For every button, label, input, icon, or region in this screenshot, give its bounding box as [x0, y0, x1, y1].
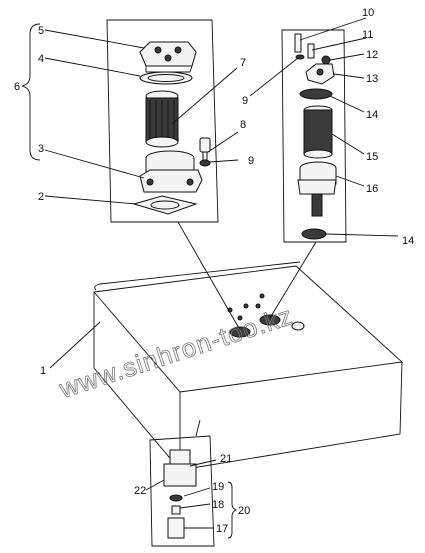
- watermark: www.sinhron-too.kz: [55, 300, 297, 404]
- label-10: 10: [362, 7, 374, 19]
- label-3: 3: [38, 143, 44, 155]
- left-filter-box: [106, 19, 219, 223]
- filter-housing: [139, 150, 203, 193]
- label-21: 21: [220, 453, 232, 465]
- bolts-right: [294, 33, 315, 60]
- label-22: 22: [134, 485, 146, 497]
- label-17: 17: [216, 523, 228, 535]
- label-9-left: 9: [248, 155, 254, 167]
- cap-13: [305, 63, 335, 85]
- label-2: 2: [38, 191, 44, 203]
- bolt-and-washer-left: [199, 137, 211, 167]
- label-4: 4: [38, 53, 44, 65]
- gasket-14-upper: [299, 88, 333, 100]
- label-14-lower: 14: [402, 235, 414, 247]
- filter-gasket-ring: [139, 71, 193, 85]
- label-13: 13: [366, 73, 378, 85]
- filter-cover: [139, 41, 197, 73]
- label-12: 12: [366, 49, 378, 61]
- label-6: 6: [14, 81, 20, 93]
- label-20: 20: [238, 505, 250, 517]
- housing-16: [297, 161, 337, 217]
- label-19: 19: [212, 481, 224, 493]
- right-filter-box: [281, 29, 347, 243]
- nut-12: [321, 55, 331, 65]
- bracket-6: [21, 23, 41, 161]
- label-5: 5: [38, 25, 44, 37]
- label-16: 16: [366, 183, 378, 195]
- label-18: 18: [212, 499, 224, 511]
- flange-gasket: [132, 195, 198, 215]
- filter-element: [145, 90, 179, 148]
- label-8: 8: [240, 119, 246, 131]
- label-9-right: 9: [242, 95, 248, 107]
- label-1: 1: [40, 365, 46, 377]
- strainer-14-lower: [301, 228, 327, 240]
- part-labels: 5 4 6 7 8 9 3 2 9 10 11 12 13 14 15 16 1…: [14, 7, 414, 535]
- label-7: 7: [240, 57, 246, 69]
- drain-plug-parts: [163, 449, 197, 539]
- drain-box: [149, 435, 215, 547]
- label-15: 15: [366, 151, 378, 163]
- label-11: 11: [362, 29, 373, 41]
- filter-element-15: [303, 105, 333, 159]
- fuel-tank: [93, 261, 404, 472]
- label-14-upper: 14: [366, 109, 378, 121]
